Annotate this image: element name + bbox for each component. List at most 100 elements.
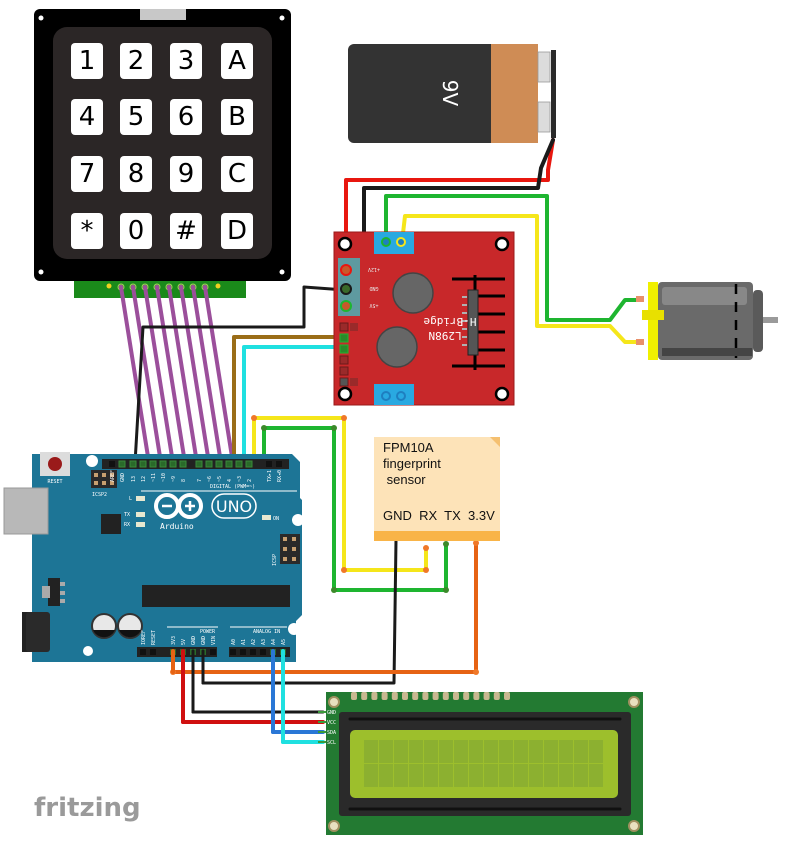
digital-pin-label: ~10 — [161, 473, 167, 482]
wire-enable-brown — [232, 335, 346, 465]
led-tx-label: TX — [124, 512, 130, 518]
keypad-key-label: 1 — [79, 46, 96, 76]
note-line: FPM10A — [383, 440, 434, 455]
power-pin-label: GND — [201, 636, 207, 645]
digital-pin[interactable] — [118, 460, 126, 468]
keypad-key[interactable]: B — [221, 99, 253, 135]
digital-pin[interactable] — [225, 460, 233, 468]
digital-pin[interactable] — [139, 460, 147, 468]
hbridge-pin[interactable] — [339, 333, 349, 343]
lcd-char-cell — [499, 764, 513, 787]
keypad-key[interactable]: 2 — [120, 43, 152, 79]
keypad-key[interactable]: D — [221, 213, 253, 249]
digital-pin-label: 13 — [131, 476, 137, 482]
keypad-key[interactable]: 8 — [120, 156, 152, 192]
keypad-key[interactable]: 4 — [71, 99, 103, 135]
usb-chip — [101, 514, 121, 534]
digital-pin[interactable] — [195, 460, 203, 468]
keypad-key[interactable]: 1 — [71, 43, 103, 79]
keypad-key-label: 9 — [178, 159, 195, 189]
analog-pin[interactable] — [260, 649, 266, 655]
digital-pin[interactable] — [245, 460, 253, 468]
digital-pin[interactable] — [129, 460, 137, 468]
keypad-key[interactable]: # — [170, 213, 202, 249]
keypad-key[interactable]: 3 — [170, 43, 202, 79]
hbridge-pin[interactable] — [339, 366, 349, 376]
analog-pin[interactable] — [250, 649, 256, 655]
wire-endpoints — [171, 649, 285, 744]
hbridge-subtitle: H-Bridge — [424, 315, 477, 328]
lcd-header-pin — [442, 692, 449, 700]
hbridge-terminal-label: GND — [369, 285, 378, 291]
lcd-char-cell — [469, 764, 483, 787]
digital-pin-label: 4 — [227, 479, 233, 482]
digital-pin-label: 2 — [247, 479, 253, 482]
analog-pin-label: A0 — [231, 639, 237, 645]
analog-label: ANALOG IN — [253, 629, 280, 635]
lcd-header-pin — [391, 692, 398, 700]
note-line: fingerprint — [383, 456, 441, 471]
digital-pin[interactable] — [159, 460, 167, 468]
digital-pin[interactable] — [276, 461, 282, 467]
lcd-pin-label: SDA — [327, 730, 336, 736]
hbridge-pin[interactable] — [339, 355, 349, 365]
power-pin[interactable] — [210, 649, 216, 655]
digital-pin[interactable] — [179, 460, 187, 468]
power-pin[interactable] — [140, 649, 146, 655]
hbridge-pin[interactable] — [339, 377, 349, 387]
keypad-key[interactable]: C — [221, 156, 253, 192]
keypad-key[interactable]: 7 — [71, 156, 103, 192]
keypad-key-label: 5 — [128, 102, 145, 132]
led-l-label: L — [129, 496, 132, 502]
icsp-header — [280, 534, 300, 564]
power-pin-label: 5V — [181, 639, 187, 645]
digital-pin[interactable] — [109, 461, 115, 467]
lcd-char-cell — [574, 740, 588, 763]
lcd-char-cell — [439, 740, 453, 763]
power-pin[interactable] — [150, 649, 156, 655]
lcd-header-pin — [381, 692, 388, 700]
analog-pin[interactable] — [240, 649, 246, 655]
l298n-chip — [467, 289, 479, 356]
hbridge-terminal-label: +12V — [368, 266, 380, 272]
analog-pin-label: A1 — [241, 639, 247, 645]
power-label: POWER — [200, 629, 216, 635]
regulator — [48, 578, 60, 606]
digital-pin[interactable] — [205, 460, 213, 468]
lcd-char-cell — [574, 764, 588, 787]
digital-pin[interactable] — [149, 460, 157, 468]
digital-pin-label: 12 — [141, 476, 147, 482]
keypad-key[interactable]: 5 — [120, 99, 152, 135]
lcd-char-cell — [544, 740, 558, 763]
hbridge-pin[interactable] — [339, 322, 349, 332]
lcd-char-cell — [499, 740, 513, 763]
lcd-char-cell — [409, 740, 423, 763]
hbridge-terminal-label: +5V — [369, 302, 378, 308]
lcd-char-cell — [514, 764, 528, 787]
power-pin-label: VIN — [211, 636, 217, 645]
capacitor-2 — [376, 326, 418, 368]
power-pin-label: IOREF — [141, 630, 147, 645]
keypad-key-label: 3 — [178, 46, 195, 76]
hbridge-pin[interactable] — [339, 344, 349, 354]
keypad-key[interactable]: * — [71, 213, 103, 249]
note-line: sensor — [383, 472, 426, 487]
lcd-char-cell — [424, 740, 438, 763]
analog-pin[interactable] — [230, 649, 236, 655]
keypad-key[interactable]: 9 — [170, 156, 202, 192]
keypad-key[interactable]: A — [221, 43, 253, 79]
lcd-char-cell — [589, 764, 603, 787]
digital-pin[interactable] — [169, 460, 177, 468]
keypad-key[interactable]: 0 — [120, 213, 152, 249]
digital-pin[interactable] — [215, 460, 223, 468]
lcd-char-cell — [529, 764, 543, 787]
digital-pin-label: GND — [120, 473, 126, 482]
digital-pin[interactable] — [235, 460, 243, 468]
battery-cap — [491, 44, 538, 143]
digital-pin[interactable] — [266, 461, 272, 467]
keypad-key[interactable]: 6 — [170, 99, 202, 135]
lcd-header-pin — [371, 692, 378, 700]
capacitor-1 — [392, 272, 434, 314]
icsp2-label: ICSP2 — [92, 492, 107, 498]
